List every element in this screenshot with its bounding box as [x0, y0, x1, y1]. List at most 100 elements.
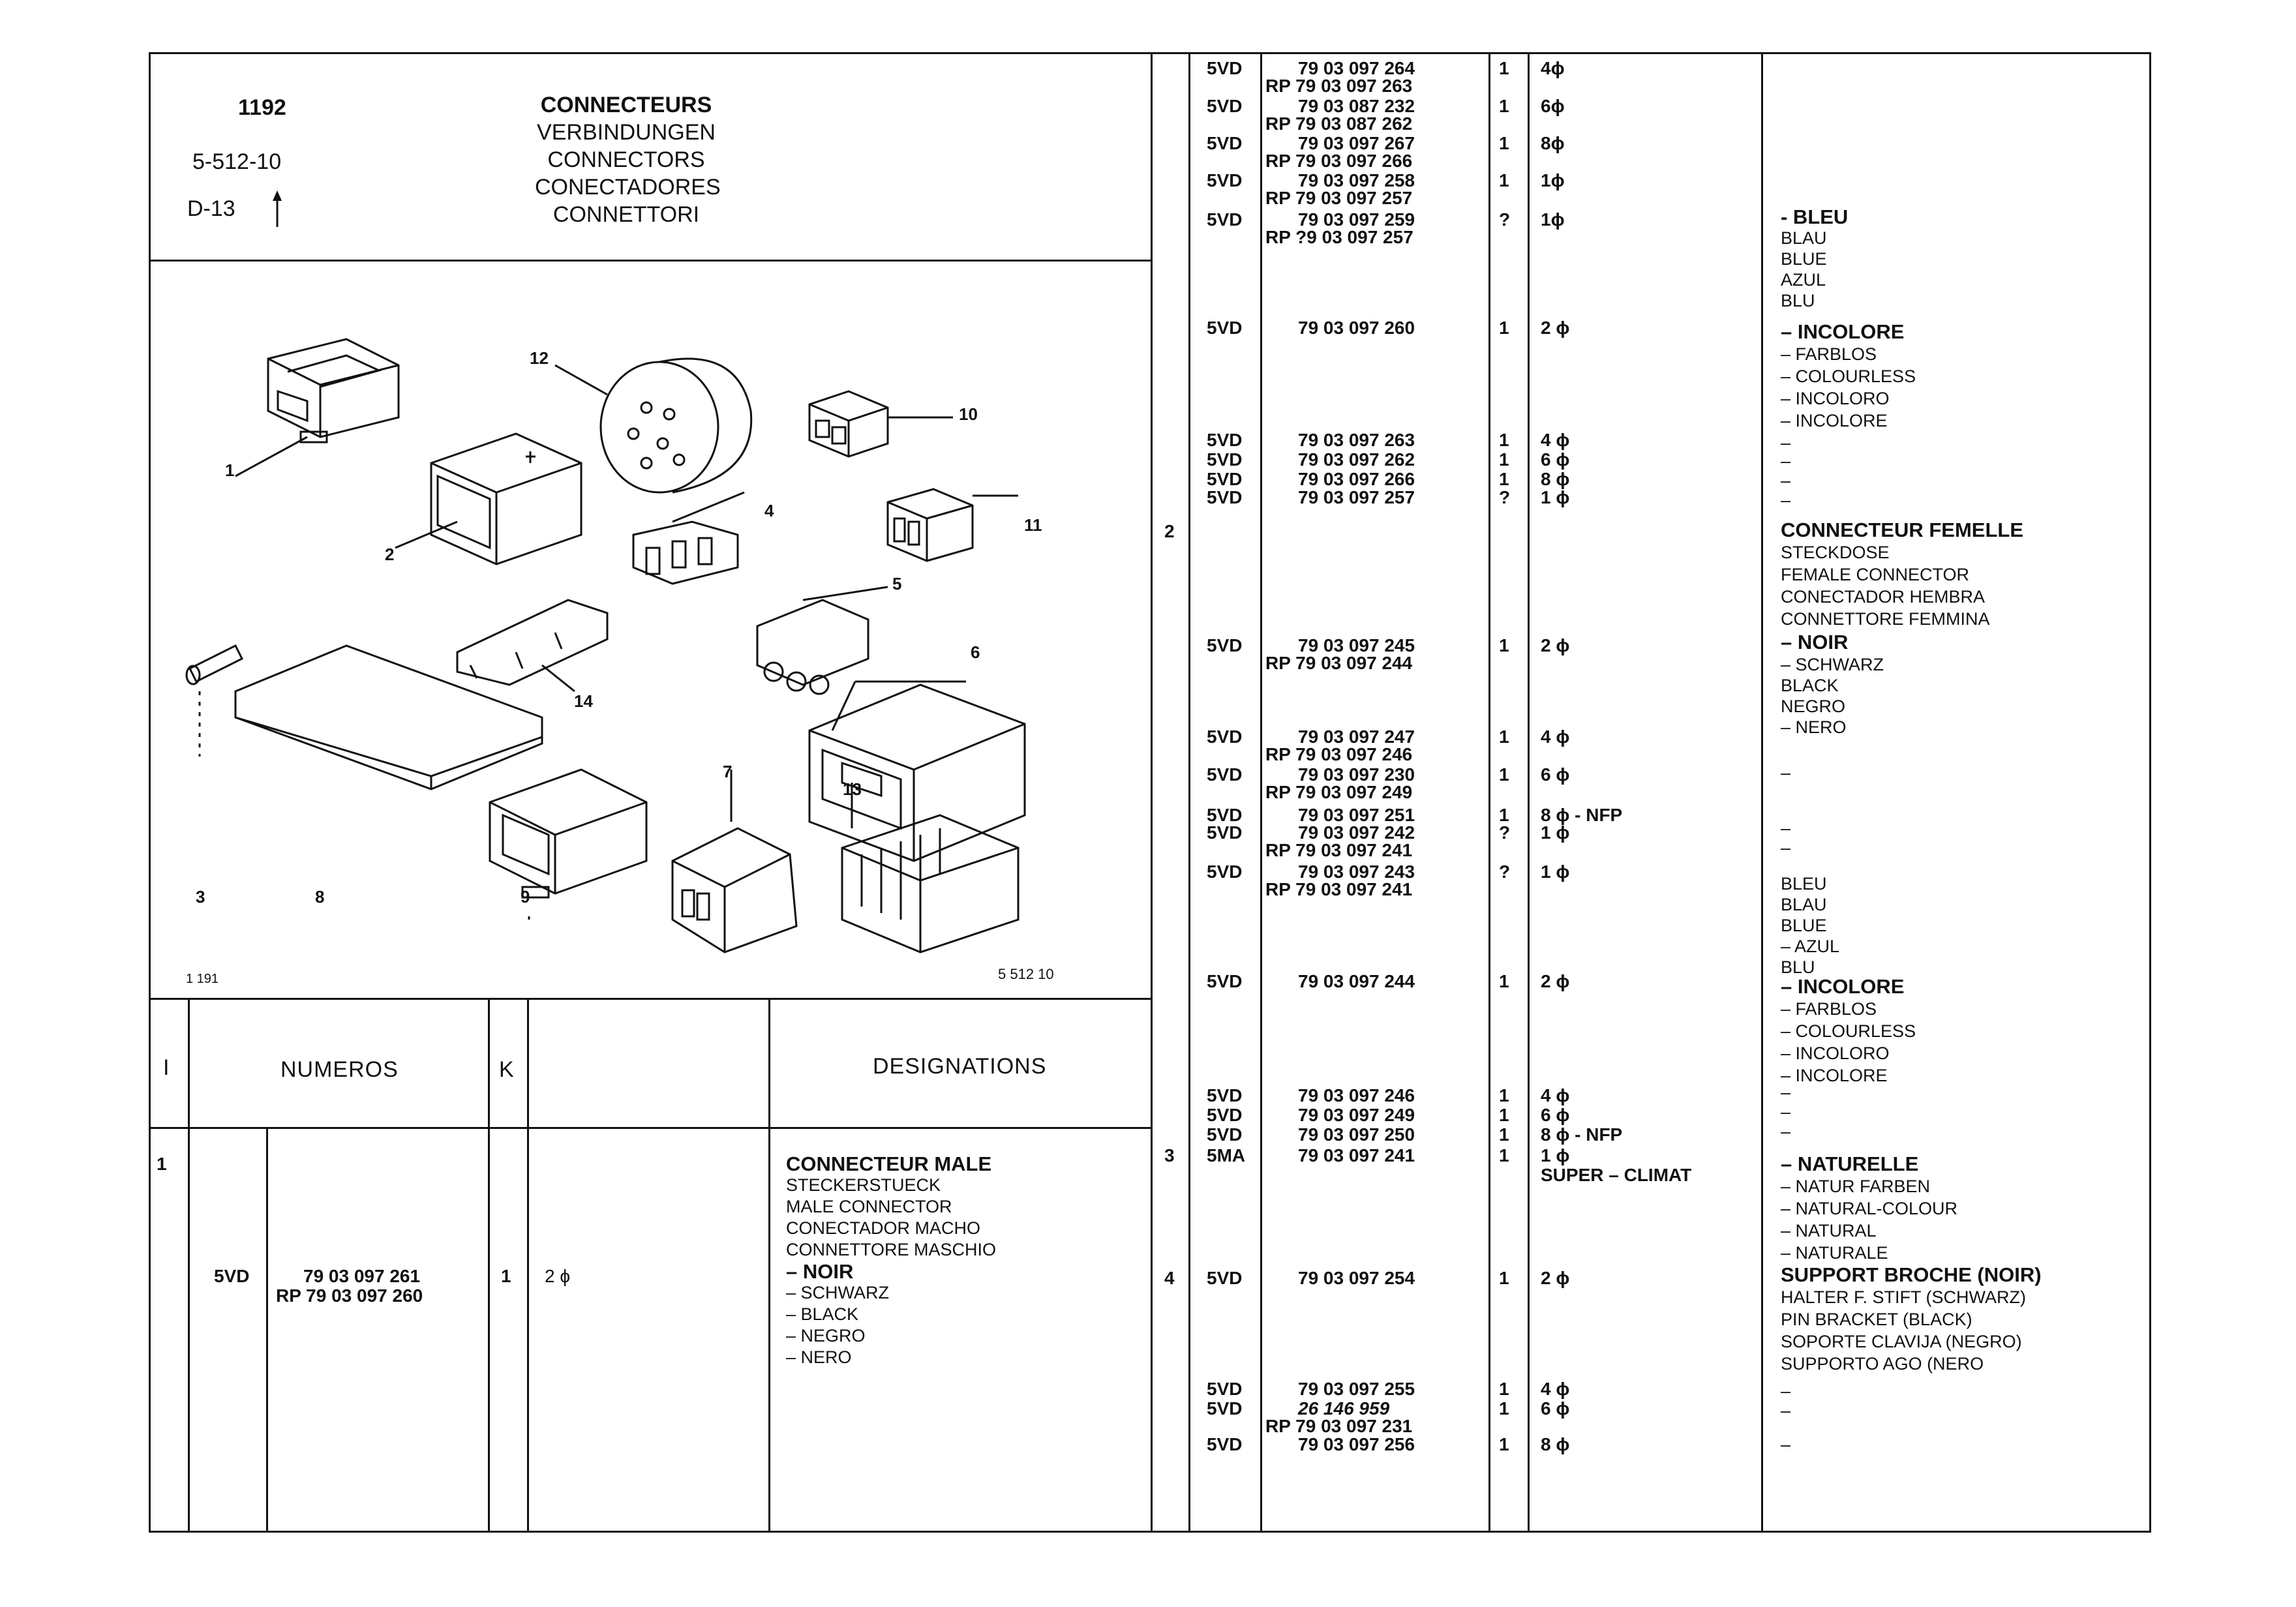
designation-line: – FARBLOS: [1781, 344, 1877, 364]
designation-line: CONNECTEUR FEMELLE: [1781, 518, 2023, 541]
row-supplier: 5VD: [1207, 1434, 1243, 1454]
title-es: CONECTADORES: [535, 175, 721, 200]
row-ways: 6ϕ: [1541, 96, 1565, 116]
row-part-number: 79 03 097 242: [1298, 822, 1415, 843]
designation-line: – COLOURLESS: [1781, 1021, 1916, 1041]
row-supplier: 5VD: [1207, 209, 1243, 230]
designation-line: – INCOLORE: [1781, 320, 1905, 343]
row-qty: 1: [1499, 1398, 1509, 1419]
row-ways: 4ϕ: [1541, 58, 1565, 78]
designation-line: SOPORTE CLAVIJA (NEGRO): [1781, 1332, 2022, 1351]
row-part-number: RP 79 03 097 263: [1265, 76, 1413, 96]
row-part-number: RP 79 03 097 241: [1265, 879, 1413, 899]
callout-9: 9: [521, 887, 530, 907]
callout-12: 12: [530, 348, 549, 368]
callout-1: 1: [225, 460, 235, 480]
desc-line: – NOIR: [786, 1260, 854, 1283]
row-qty: 1: [1499, 449, 1509, 470]
row-supplier: 5VD: [1207, 1105, 1243, 1125]
row-supplier: 5VD: [1207, 971, 1243, 991]
left-entry-ways: 2 ϕ: [545, 1266, 571, 1286]
divider-qty: [1488, 52, 1490, 1533]
col-header-k: K: [499, 1057, 515, 1082]
row-part-number: 79 03 097 255: [1298, 1379, 1415, 1399]
callout-5: 5: [892, 574, 902, 593]
part-12-drawing: [599, 357, 753, 494]
designation-line: –: [1781, 1401, 1791, 1420]
row-qty: 1: [1499, 1085, 1509, 1105]
designation-line: SUPPORTO AGO (NERO: [1781, 1354, 1984, 1374]
row-ways: 2 ϕ: [1541, 318, 1570, 338]
designation-line: –: [1781, 1083, 1791, 1102]
row-ways: 1 ϕ: [1541, 487, 1570, 507]
row-ways: 6 ϕ: [1541, 764, 1570, 785]
row-part-number: 79 03 097 247: [1298, 727, 1415, 747]
row-supplier: 5VD: [1207, 1085, 1243, 1105]
row-ways: 1ϕ: [1541, 170, 1565, 190]
row-ways: 2 ϕ: [1541, 971, 1570, 991]
row-part-number: 79 03 097 264: [1298, 58, 1415, 78]
row-part-number: 79 03 097 256: [1298, 1434, 1415, 1454]
designation-line: – NATURAL: [1781, 1221, 1877, 1240]
left-col-numeros: [488, 998, 490, 1533]
designation-line: BLAU: [1781, 895, 1827, 914]
row-ways: 8 ϕ: [1541, 1434, 1570, 1454]
callout-14: 14: [574, 691, 593, 711]
callout-6: 6: [971, 642, 980, 662]
row-ways: 4 ϕ: [1541, 1379, 1570, 1399]
diagram-bottom-line: [149, 998, 1151, 1000]
catalog-code: 1192: [238, 95, 286, 120]
page-frame: [149, 52, 2151, 1533]
row-ways: 6 ϕ: [1541, 1105, 1570, 1125]
designation-line: BLUE: [1781, 916, 1827, 935]
row-ways: 4 ϕ: [1541, 727, 1570, 747]
row-part-number: 79 03 097 257: [1298, 487, 1415, 507]
part-7-drawing: [671, 827, 798, 954]
diagram-corner-right: 5 512 10: [998, 966, 1054, 982]
part-5-drawing: [756, 599, 869, 695]
designation-line: –: [1781, 1381, 1791, 1401]
part-2-drawing: [430, 432, 582, 565]
row-supplier: 5VD: [1207, 822, 1243, 843]
row-qty: 1: [1499, 1268, 1509, 1288]
callout-10: 10: [959, 404, 978, 424]
row-part-number: RP 79 03 097 266: [1265, 151, 1413, 171]
desc-line: MALE CONNECTOR: [786, 1197, 952, 1216]
designation-line: PIN BRACKET (BLACK): [1781, 1310, 1972, 1329]
reference-number: 5-512-10: [192, 149, 282, 174]
divider-main: [1151, 52, 1153, 1533]
left-col-ways: [768, 998, 770, 1533]
designation-line: – SCHWARZ: [1781, 655, 1884, 674]
row-qty: 1: [1499, 96, 1509, 116]
row-ways: SUPER – CLIMAT: [1541, 1165, 1692, 1185]
row-qty: 1: [1499, 1145, 1509, 1165]
leader-4: [672, 491, 745, 523]
diagram-corner-left: 1 191: [186, 972, 219, 986]
designation-line: - BLEU: [1781, 205, 1849, 228]
row-part-number: 79 03 097 260: [1298, 318, 1415, 338]
row-qty: 1: [1499, 1434, 1509, 1454]
row-part-number: RP 79 03 097 249: [1265, 782, 1413, 802]
row-supplier: 5VD: [1207, 133, 1243, 153]
leader-5: [802, 586, 888, 601]
row-qty: 1: [1499, 1379, 1509, 1399]
row-part-number: 79 03 097 262: [1298, 449, 1415, 470]
designation-line: AZUL: [1781, 270, 1826, 290]
desc-line: – NEGRO: [786, 1326, 866, 1345]
row-supplier: 5VD: [1207, 170, 1243, 190]
row-qty: 1: [1499, 133, 1509, 153]
row-qty: 1: [1499, 170, 1509, 190]
divider-designation: [1761, 52, 1763, 1533]
designation-line: – INCOLORO: [1781, 389, 1890, 408]
row-part-number: RP 79 03 097 241: [1265, 840, 1413, 860]
row-supplier: 5VD: [1207, 805, 1243, 825]
row-qty: ?: [1499, 822, 1511, 843]
designation-line: – NATURALE: [1781, 1243, 1888, 1263]
designation-line: SUPPORT BROCHE (NOIR): [1781, 1263, 2042, 1286]
designation-line: –: [1781, 490, 1791, 510]
row-supplier: 5VD: [1207, 727, 1243, 747]
row-ways: 6 ϕ: [1541, 449, 1570, 470]
row-part-number: 79 03 097 250: [1298, 1124, 1415, 1145]
part-13-drawing: [841, 814, 1020, 954]
row-qty: 1: [1499, 635, 1509, 655]
